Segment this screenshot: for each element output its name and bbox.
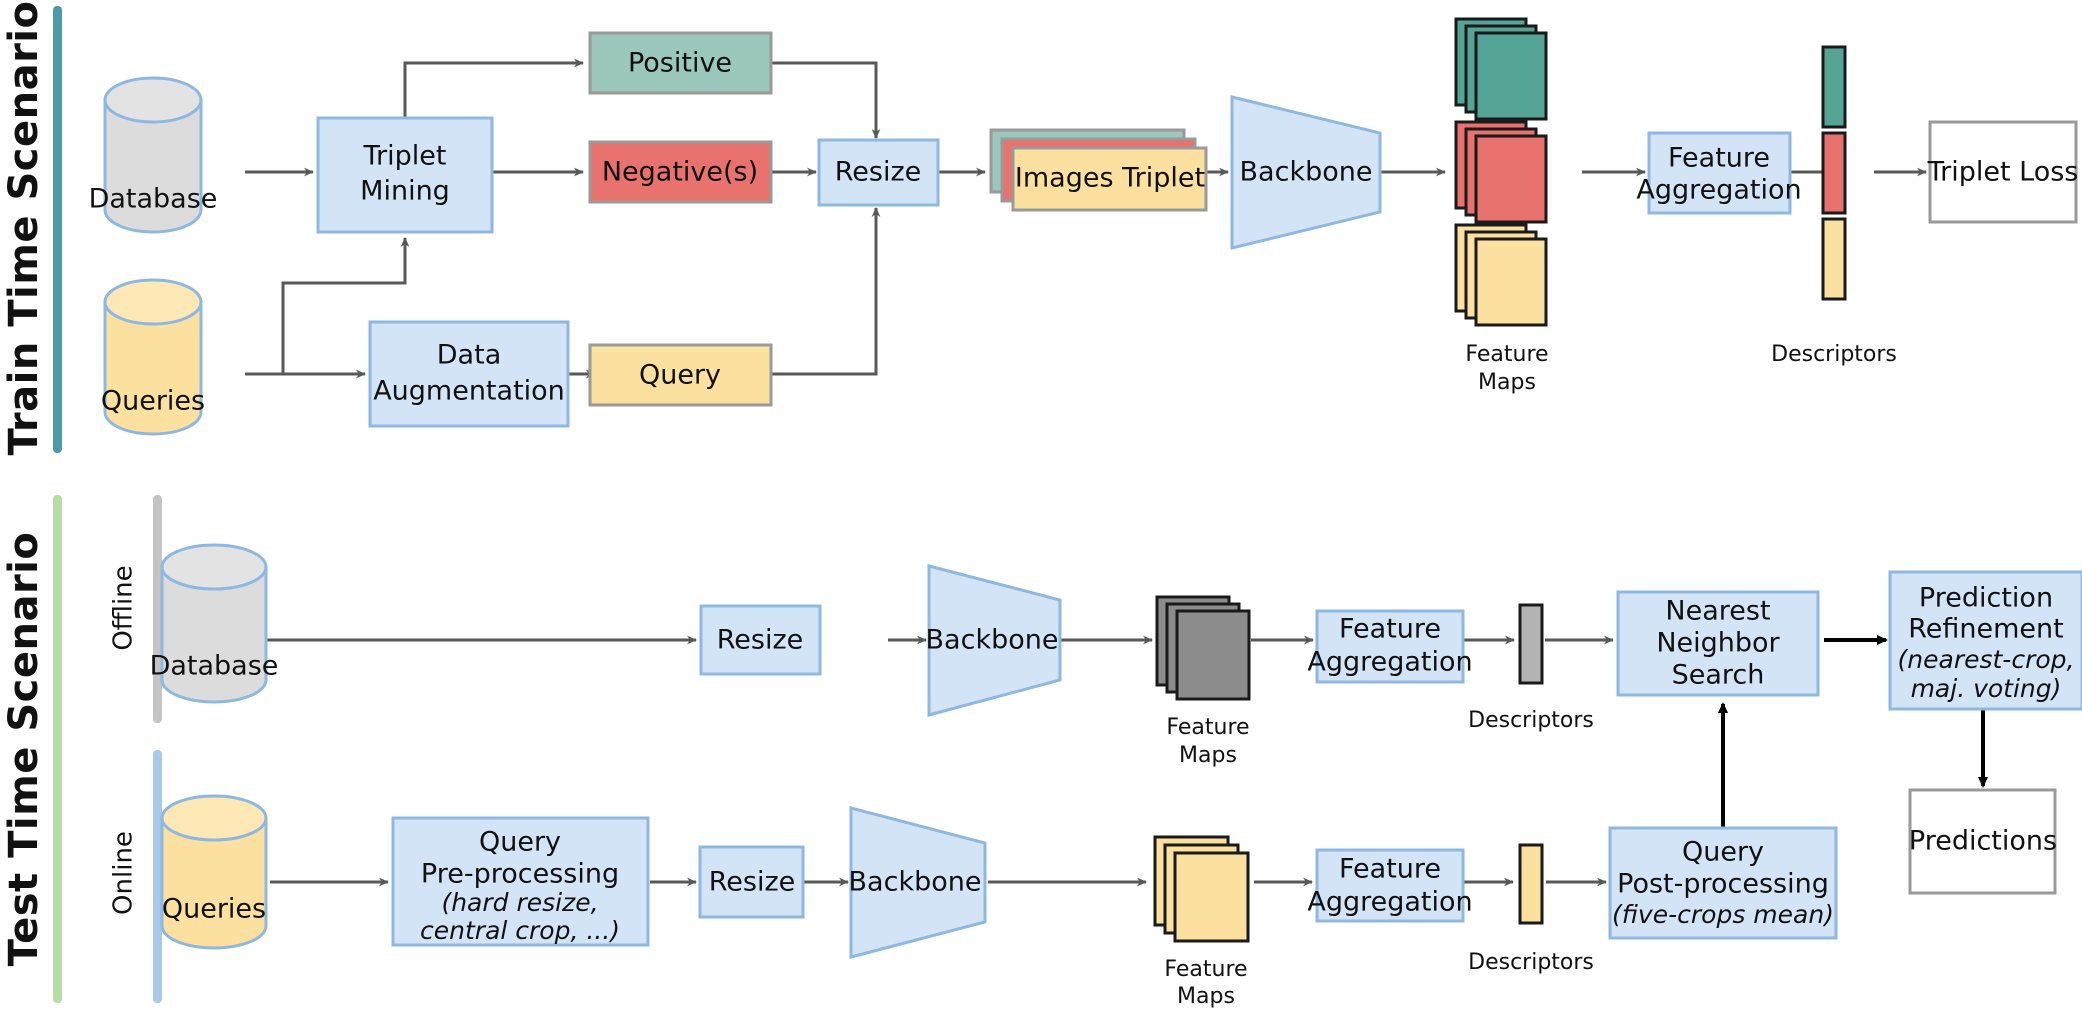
nearest-neighbor-search-node[interactable]: Nearest Neighbor Search	[1616, 590, 1820, 697]
train-feature-aggregation-line1: Feature	[1668, 143, 1770, 174]
train-feature-maps-caption-line1: Feature	[1465, 342, 1548, 367]
online-descriptors-bar	[1518, 843, 1544, 925]
online-feature-maps-caption-line1: Feature	[1164, 957, 1247, 982]
triplet-loss-label: Triplet Loss	[1927, 157, 2079, 188]
train-section-title: Train Time Scenario	[1, 1, 47, 456]
triplet-loss-node[interactable]: Triplet Loss	[1927, 120, 2079, 224]
online-feature-aggregation-line1: Feature	[1339, 854, 1441, 885]
query-preprocessing-node[interactable]: Query Pre-processing (hard resize, centr…	[391, 816, 650, 947]
online-lane-label: Online	[109, 831, 139, 915]
offline-resize-node[interactable]: Resize	[699, 604, 822, 676]
prediction-refinement-line3: (nearest-crop,	[1898, 645, 2075, 674]
train-descriptors-caption: Descriptors	[1771, 342, 1897, 367]
train-resize-label: Resize	[835, 157, 922, 188]
train-accent-bar	[53, 6, 62, 453]
online-queries-cylinder: Queries	[160, 794, 268, 950]
offline-feature-aggregation-node[interactable]: Feature Aggregation	[1307, 609, 1473, 684]
predictions-label: Predictions	[1909, 826, 2057, 857]
negatives-node[interactable]: Negative(s)	[588, 140, 773, 204]
online-descriptors-caption: Descriptors	[1468, 950, 1594, 975]
train-backbone-node[interactable]: Backbone	[1230, 95, 1382, 250]
triplet-mining-label-line1: Triplet	[363, 141, 447, 172]
online-resize-node[interactable]: Resize	[698, 845, 805, 919]
online-accent-bar	[153, 750, 162, 1003]
online-feature-aggregation-node[interactable]: Feature Aggregation	[1307, 848, 1473, 923]
data-augmentation-node[interactable]: Data Augmentation	[368, 320, 570, 428]
positive-label: Positive	[628, 48, 732, 79]
train-queries-label: Queries	[101, 386, 205, 417]
online-feature-maps-caption-line2: Maps	[1177, 984, 1235, 1009]
query-preprocessing-line1: Query	[479, 827, 561, 858]
online-feature-maps-stack	[1153, 835, 1250, 943]
prediction-refinement-line1: Prediction	[1919, 583, 2053, 614]
train-feature-aggregation-node[interactable]: Feature Aggregation	[1636, 131, 1802, 215]
train-feature-maps-green	[1454, 17, 1548, 121]
query-preprocessing-line3: (hard resize,	[441, 888, 598, 917]
online-feature-aggregation-line2: Aggregation	[1307, 887, 1472, 918]
offline-lane-label: Offline	[109, 565, 139, 650]
predictions-node[interactable]: Predictions	[1908, 788, 2057, 895]
train-feature-maps-caption-line2: Maps	[1478, 370, 1536, 395]
offline-accent-bar	[153, 495, 162, 723]
positive-node[interactable]: Positive	[588, 31, 773, 95]
online-resize-label: Resize	[709, 867, 796, 898]
train-database-label: Database	[89, 184, 218, 215]
images-triplet-label: Images Triplet	[1015, 163, 1205, 194]
edge-triplet-mining-to-positive	[403, 58, 584, 118]
query-label: Query	[639, 360, 721, 391]
online-queries-label: Queries	[162, 894, 266, 925]
offline-database-label: Database	[150, 651, 279, 682]
test-accent-bar	[53, 495, 62, 1003]
train-descriptors-bars	[1821, 45, 1847, 301]
query-postprocessing-node[interactable]: Query Post-processing (five-crops mean)	[1608, 826, 1838, 940]
query-preprocessing-line4: central crop, ...)	[420, 916, 620, 945]
negatives-label: Negative(s)	[602, 157, 758, 188]
edge-positive-to-resize	[771, 61, 881, 139]
offline-database-cylinder: Database	[150, 543, 279, 704]
test-section-title: Test Time Scenario	[1, 532, 47, 967]
offline-backbone-node[interactable]: Backbone	[926, 564, 1062, 717]
train-feature-maps-red	[1454, 120, 1548, 224]
images-triplet-stack: Images Triplet	[989, 128, 1208, 212]
query-preprocessing-line2: Pre-processing	[421, 859, 619, 890]
prediction-refinement-line2: Refinement	[1908, 614, 2064, 645]
train-database-cylinder: Database	[89, 76, 218, 234]
query-postprocessing-line1: Query	[1682, 837, 1764, 868]
triplet-mining-node[interactable]: Triplet Mining	[316, 116, 494, 234]
offline-descriptors-bar	[1518, 603, 1544, 685]
query-postprocessing-line2: Post-processing	[1617, 869, 1829, 900]
data-augmentation-label-line1: Data	[437, 340, 501, 371]
offline-feature-maps-caption-line1: Feature	[1166, 715, 1249, 740]
online-backbone-node[interactable]: Backbone	[849, 806, 987, 959]
edge-query-to-resize	[770, 207, 881, 376]
offline-descriptors-caption: Descriptors	[1468, 708, 1594, 733]
triplet-mining-label-line2: Mining	[360, 176, 450, 207]
edge-queries-to-triplet-mining	[281, 237, 410, 374]
train-feature-maps-yellow	[1454, 223, 1548, 327]
train-backbone-label: Backbone	[1240, 157, 1373, 188]
query-node[interactable]: Query	[588, 343, 773, 407]
offline-feature-maps-caption-line2: Maps	[1179, 743, 1237, 768]
train-resize-node[interactable]: Resize	[817, 138, 940, 207]
train-queries-cylinder: Queries	[101, 278, 205, 436]
nns-label-line3: Search	[1672, 660, 1765, 691]
data-augmentation-label-line2: Augmentation	[373, 376, 565, 407]
prediction-refinement-node[interactable]: Prediction Refinement (nearest-crop, maj…	[1888, 570, 2082, 711]
online-backbone-label: Backbone	[849, 867, 982, 898]
offline-resize-label: Resize	[717, 625, 804, 656]
nns-label-line1: Nearest	[1665, 596, 1770, 627]
offline-feature-aggregation-line2: Aggregation	[1307, 647, 1472, 678]
offline-feature-aggregation-line1: Feature	[1339, 614, 1441, 645]
nns-label-line2: Neighbor	[1656, 628, 1780, 659]
offline-feature-maps-stack	[1155, 595, 1251, 701]
query-postprocessing-line3: (five-crops mean)	[1612, 900, 1834, 929]
train-feature-aggregation-line2: Aggregation	[1636, 175, 1801, 206]
prediction-refinement-line4: maj. voting)	[1911, 674, 2062, 703]
offline-backbone-label: Backbone	[926, 625, 1059, 656]
